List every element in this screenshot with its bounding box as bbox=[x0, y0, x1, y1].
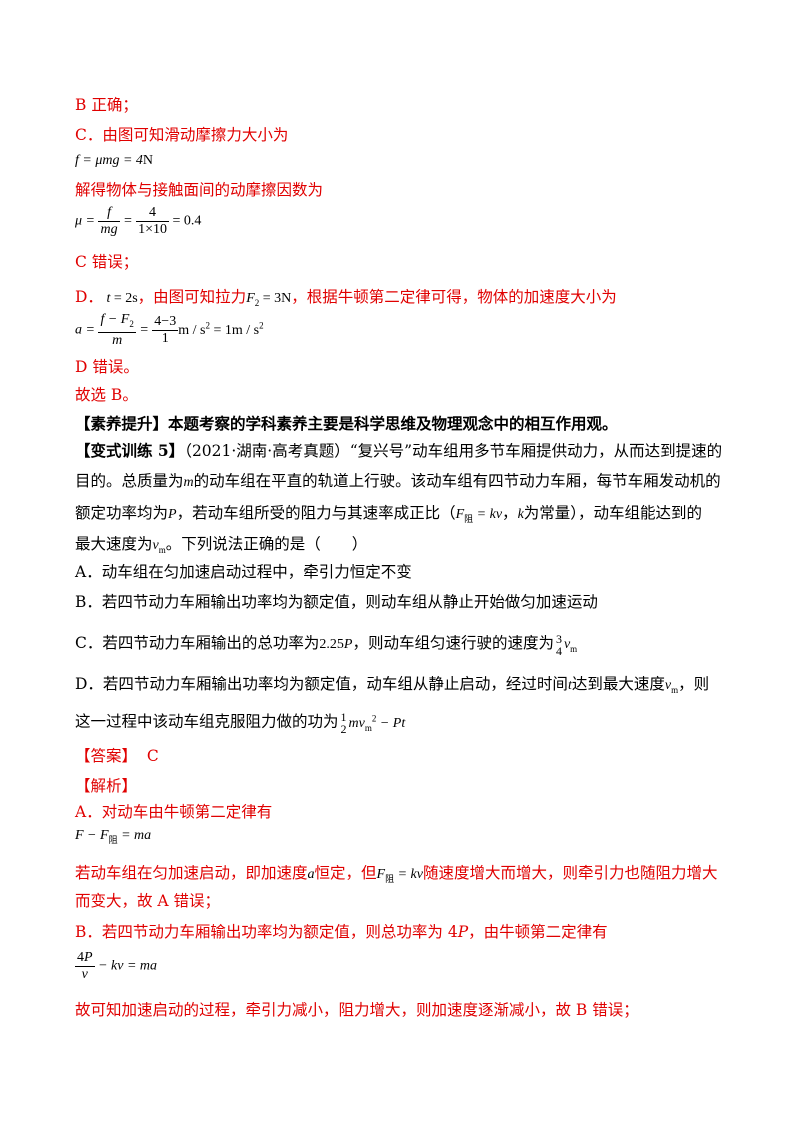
text-d-line: D． t = 2s，由图可知拉力F2 = 3N，根据牛顿第二定律可得，物体的加速… bbox=[75, 287, 617, 313]
tag-variant: 【变式训练 5】 bbox=[75, 441, 185, 460]
analysis-b: B．若四节动力车厢输出功率均为额定值，则总功率为 4P，由牛顿第二定律有 bbox=[75, 922, 608, 942]
math-k: k bbox=[517, 507, 524, 522]
text-ana-a2b: 恒定，但 bbox=[314, 864, 377, 882]
text-ana-b-p: P bbox=[457, 923, 469, 941]
option-a: A．动车组在匀加速启动过程中，牵引力恒定不变 bbox=[75, 563, 412, 581]
text-opt-c-b: ，则动车组匀速行驶的速度为 bbox=[352, 634, 554, 652]
text-variant-l4: 最大速度为vm。下列说法正确的是（ ） bbox=[75, 534, 367, 560]
math-vm: vm bbox=[152, 538, 166, 555]
text-variant-l3b: ，若动车组所受的阻力与其速率成正比（ bbox=[176, 504, 456, 522]
text-d-suffix: ，根据牛顿第二定律可得，物体的加速度大小为 bbox=[291, 288, 617, 306]
tag-literacy: 【素养提升】 bbox=[75, 414, 169, 433]
text-c-intro: C．由图可知滑动摩擦力大小为 bbox=[75, 126, 289, 144]
equation-friction: f = μmg = 4N bbox=[75, 153, 154, 168]
text-variant-l2b: 的动车组在平直的轨道上行驶。该动车组有四节动力车厢，每节车厢发动机的 bbox=[193, 472, 721, 490]
text-variant-l3d: 为常量），动车组能达到的 bbox=[523, 504, 703, 522]
math-t-2s: t = 2s bbox=[102, 291, 138, 306]
text-literacy: 【素养提升】本题考察的学科素养主要是科学思维及物理观念中的相互作用观。 bbox=[75, 414, 618, 434]
math-225p: 2.25P bbox=[319, 637, 353, 652]
text-variant-l3c: ， bbox=[502, 504, 518, 522]
analysis-a-line2: 若动车组在匀加速启动，即加速度a恒定，但F阻 = kv随速度增大而增大，则牵引力… bbox=[75, 863, 718, 889]
text-ana-a2c: 随速度增大而增大，则牵引力也随阻力增大 bbox=[422, 864, 718, 882]
answer-value: C bbox=[146, 747, 159, 765]
text-variant-l4b: 。下列说法正确的是（ ） bbox=[165, 535, 368, 553]
math-a: a bbox=[307, 867, 315, 882]
text-variant-l4a: 最大速度为 bbox=[75, 535, 153, 553]
math-fz-kv: F阻 = kv bbox=[376, 867, 423, 884]
text-c-wrong: C 错误； bbox=[75, 253, 139, 271]
text-variant-l3: 额定功率均为P，若动车组所受的阻力与其速率成正比（F阻 = kv，k为常量），动… bbox=[75, 503, 702, 529]
text-variant-l1: 【变式训练 5】（2021·湖南·高考真题）“复兴号”动车组用多节车厢提供动力，… bbox=[75, 441, 722, 461]
text-d-wrong: D 错误。 bbox=[75, 358, 139, 376]
equation-newton-a: F − F阻 = ma bbox=[75, 828, 152, 845]
answer-line: 【答案】 C bbox=[75, 746, 159, 766]
analysis-label: 【解析】 bbox=[75, 777, 138, 795]
text-ana-a2a: 若动车组在匀加速启动，即加速度 bbox=[75, 864, 308, 882]
math-f2: F2 = 3N bbox=[246, 291, 292, 308]
text-variant-l2a: 目的。总质量为 bbox=[75, 472, 184, 490]
text-variant-l2: 目的。总质量为m的动车组在平直的轨道上行驶。该动车组有四节动力车厢，每节车厢发动… bbox=[75, 471, 721, 493]
option-d: D．若四节动力车厢输出功率均为额定值，动车组从静止启动，经过时间t达到最大速度v… bbox=[75, 674, 709, 700]
text-variant-l1-body: （2021·湖南·高考真题）“复兴号”动车组用多节车厢提供动力，从而达到提速的 bbox=[184, 442, 723, 460]
text-ana-b2: ，由牛顿第二定律有 bbox=[468, 923, 608, 941]
math-f-kv: F阻 = kv bbox=[455, 507, 503, 524]
text-opt-d2: 这一过程中该动车组克服阻力做的功为 bbox=[75, 712, 339, 731]
answer-label: 【答案】 bbox=[75, 747, 138, 765]
text-opt-d-c: ，则 bbox=[678, 675, 710, 693]
math-m: m bbox=[183, 475, 194, 490]
text-choose-b: 故选 B。 bbox=[75, 386, 138, 404]
option-b: B．若四节动力车厢输出功率均为额定值，则动车组从静止开始做匀加速运动 bbox=[75, 593, 598, 611]
analysis-a: A．对动车由牛顿第二定律有 bbox=[75, 803, 273, 821]
text-ana-b: B．若四节动力车厢输出功率均为额定值，则总功率为 4 bbox=[75, 923, 458, 941]
text-opt-c-a: C．若四节动力车厢输出的总功率为 bbox=[75, 634, 320, 652]
text-c-solve: 解得物体与接触面间的动摩擦因数为 bbox=[75, 181, 324, 199]
analysis-b-line3: 故可知加速启动的过程，牵引力减小，阻力增大，则加速度逐渐减小，故 B 错误； bbox=[75, 1001, 639, 1019]
math-p: P bbox=[168, 507, 177, 522]
math-vm-2: vm bbox=[664, 678, 679, 695]
text-opt-d-b: 达到最大速度 bbox=[571, 675, 665, 693]
text-literacy-body: 本题考察的学科素养主要是科学思维及物理观念中的相互作用观。 bbox=[168, 414, 618, 433]
text-variant-l3a: 额定功率均为 bbox=[75, 504, 169, 522]
analysis-a-line3: 而变大，故 A 错误； bbox=[75, 892, 221, 910]
text-opt-d-a: D．若四节动力车厢输出功率均为额定值，动车组从静止启动，经过时间 bbox=[75, 675, 568, 693]
text-d-mid: ，由图可知拉力 bbox=[137, 288, 247, 306]
text-d-prefix: D． bbox=[75, 288, 103, 306]
text-b-correct: B 正确； bbox=[75, 96, 138, 114]
math-t: t bbox=[567, 678, 572, 693]
